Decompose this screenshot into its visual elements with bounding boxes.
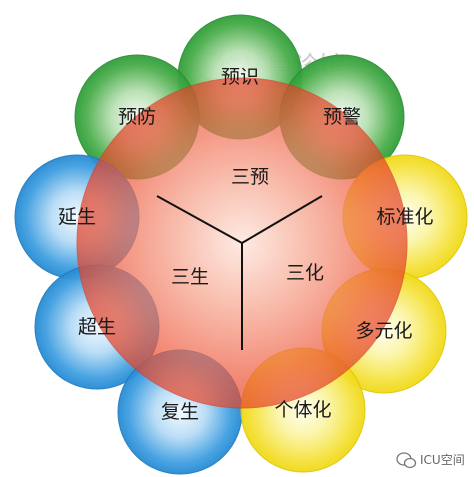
circle-label-2: 预警 xyxy=(323,106,361,128)
divider-line-left xyxy=(156,195,243,244)
circle-label-7: 多元化 xyxy=(355,320,412,342)
circle-label-0: 预识 xyxy=(221,66,259,88)
divider-line-right xyxy=(241,195,323,244)
center-label-sansheng: 三生 xyxy=(171,266,209,288)
footer-text: ICU空间 xyxy=(420,453,465,467)
circle-label-4: 超生 xyxy=(78,316,116,338)
wechat-icon xyxy=(396,452,417,469)
circle-label-1: 预防 xyxy=(118,106,156,128)
circle-label-8: 个体化 xyxy=(274,399,331,421)
footer-badge: ICU空间 xyxy=(396,452,465,469)
circle-label-5: 复生 xyxy=(161,401,199,423)
center-dividers xyxy=(156,195,323,350)
center-label-sanhua: 三化 xyxy=(286,262,324,284)
circle-label-6: 标准化 xyxy=(376,206,433,228)
circle-label-3: 延生 xyxy=(58,206,96,228)
center-label-sanyu: 三预 xyxy=(231,166,269,188)
